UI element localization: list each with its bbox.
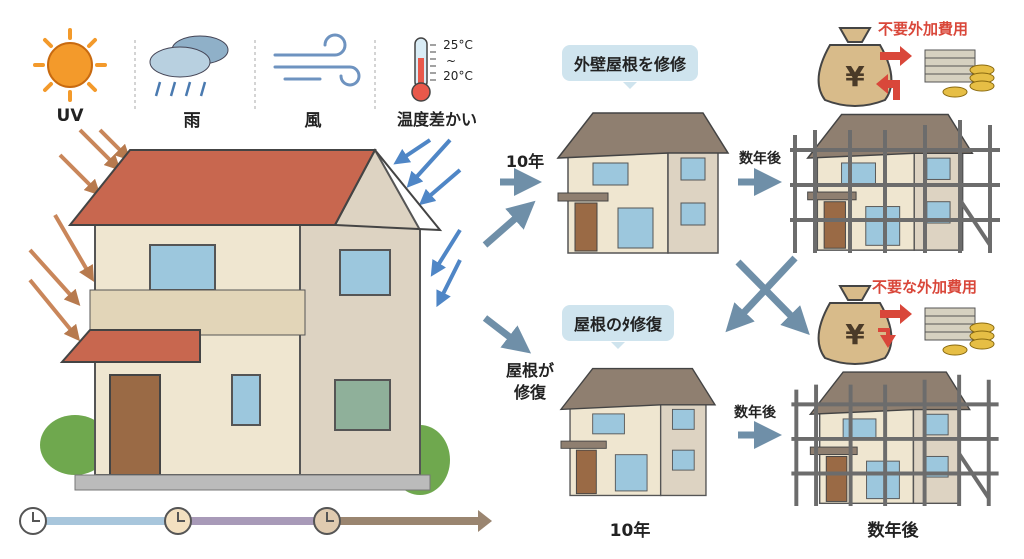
uv-arrows: [28, 128, 131, 342]
aging-house-illustration: [40, 148, 450, 495]
red-arrow-icons: [876, 46, 912, 348]
after-years-bottom: 数年後: [734, 405, 776, 421]
temp-tilde: ~: [445, 54, 457, 68]
thermometer-icon: [411, 37, 436, 102]
temp-high: 25°C: [443, 38, 473, 52]
rain-arrows: [393, 138, 462, 308]
house-roof-repair: [560, 367, 716, 497]
clock-icon: [164, 507, 192, 535]
ten-years-label: 10年: [505, 152, 545, 171]
sun-icon: [33, 28, 107, 102]
weather-label-wind: 風: [304, 111, 322, 131]
house-full-repair: [557, 112, 729, 254]
bottom-caption-right: 数年後: [867, 521, 919, 541]
clock-icon: [19, 507, 47, 535]
weather-label-temperature: 温度差かい: [396, 110, 478, 129]
top-bubble: 外壁屋根を修修: [562, 45, 699, 89]
cost-label-top: 不要外加費用: [878, 20, 969, 38]
temp-low: 20°C: [443, 69, 473, 83]
house-scaffold-top: [806, 113, 974, 251]
weather-label-rain: 雨: [183, 111, 201, 131]
roof-repaired-label: 屋根が 修復: [505, 361, 555, 402]
after-years-top: 数年後: [739, 151, 781, 167]
clock-icon: [313, 507, 341, 535]
weather-label-uv: UV: [56, 106, 84, 126]
bottom-bubble: 屋根のﾀ修復: [562, 305, 675, 349]
timeline: [19, 507, 492, 535]
wind-icon: [273, 33, 361, 87]
rain-cloud-icon: [149, 35, 229, 97]
bottom-caption-left: 10年: [609, 521, 651, 541]
cost-label-bottom: 不要な外加費用: [872, 278, 978, 296]
money-bag-icon: [817, 285, 995, 365]
money-bag-icon: [817, 27, 995, 107]
flow-arrows: [482, 168, 810, 449]
